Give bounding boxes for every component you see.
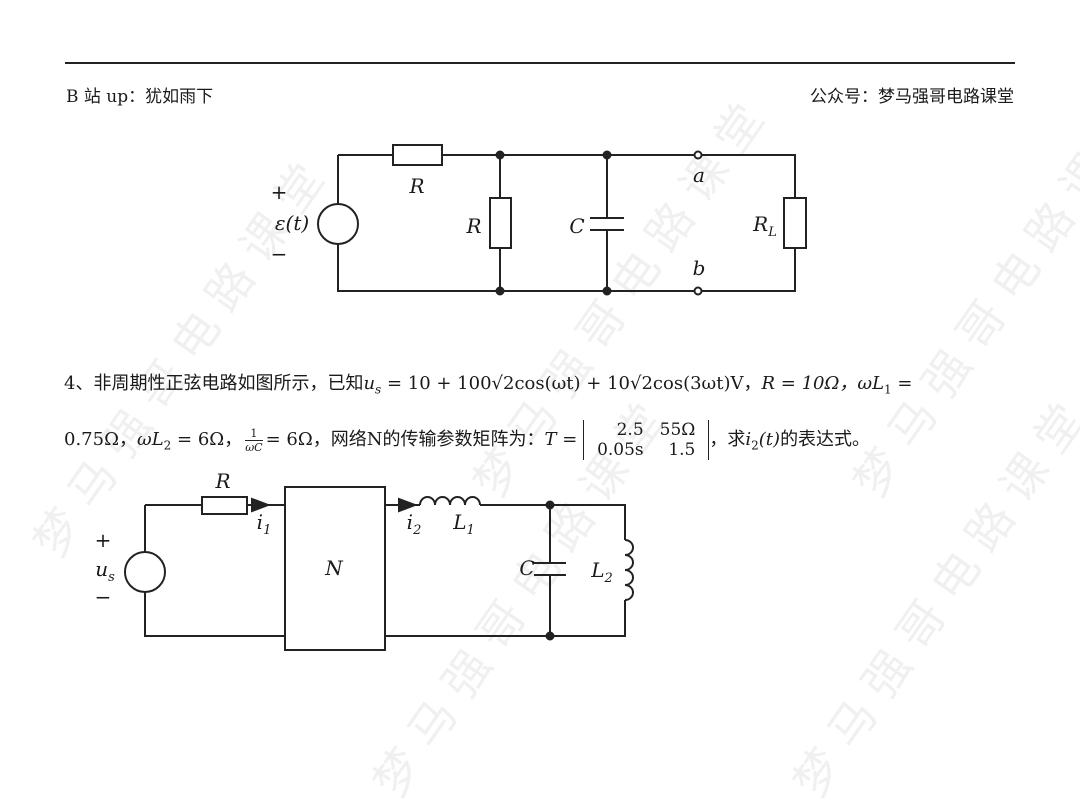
l1-letter: L <box>453 510 467 534</box>
wl2-eq: = 6Ω， <box>171 429 243 450</box>
network-label: N <box>325 556 343 580</box>
circuit-diagrams <box>124 144 807 651</box>
plus-label: + <box>94 528 112 552</box>
terminal-b-icon <box>693 286 703 296</box>
source-label: ε(t) <box>274 211 310 235</box>
us-sub: s <box>375 382 382 397</box>
source-letter: u <box>95 557 109 581</box>
i2-t: (t) <box>758 429 781 450</box>
voltage-source-icon <box>317 203 359 245</box>
matrix-cell: 1.5 <box>668 440 696 460</box>
header-right: 公众号：梦马强哥电路课堂 <box>810 87 1014 107</box>
problem-text: 非周期性正弦电路如图所示，已知 <box>93 373 364 394</box>
load-resistor-label: RL <box>753 212 777 240</box>
terminal-a-label: a <box>693 163 705 187</box>
capacitor-icon <box>534 505 566 636</box>
source-sub: s <box>108 570 115 585</box>
l2-letter: L <box>591 558 605 582</box>
arrow-i2-icon <box>398 497 418 513</box>
wl1-sub: 1 <box>884 382 892 397</box>
resistor-icon <box>783 197 807 249</box>
problem-line-1: 4、非周期性正弦电路如图所示，已知us = 10 + 100√2cos(ωt) … <box>64 369 912 397</box>
frac-eq: = 6Ω， <box>265 429 331 450</box>
capacitor-icon <box>590 155 624 291</box>
resistor-icon <box>392 144 443 166</box>
load-letter: R <box>753 212 769 236</box>
i2-sub: 2 <box>751 438 759 453</box>
problem-text-4: 的表达式。 <box>780 429 871 450</box>
terminal-a-icon <box>693 150 703 160</box>
capacitor-label: C <box>519 556 535 580</box>
us-equation: = 10 + 100√2cos(ωt) + 10√2cos(3ωt)V， <box>381 373 762 394</box>
problem-text-3: ，求 <box>709 429 746 450</box>
problem-number: 4、 <box>64 373 94 394</box>
resistor-series-label: R <box>409 174 425 198</box>
load-sub: L <box>768 225 777 240</box>
matrix-cell: 0.05s <box>597 440 644 460</box>
problem-text-2: 网络N的传输参数矩阵为： <box>330 429 545 450</box>
i1-letter: i <box>256 510 264 534</box>
inductor-l2-icon <box>624 539 634 601</box>
circuit1 <box>317 144 807 296</box>
terminal-b-label: b <box>692 256 706 280</box>
i1-label: i1 <box>257 510 272 538</box>
network-box <box>284 486 386 651</box>
l2-sub: 2 <box>604 571 613 586</box>
i2-label: i2 <box>407 510 422 538</box>
l1-sub: 1 <box>466 523 475 538</box>
wl1-value: 0.75Ω， <box>64 429 138 450</box>
l2-label: L2 <box>591 558 613 586</box>
resistor-label: R <box>215 469 231 493</box>
inductor-l1-icon <box>419 496 481 506</box>
i2-sub: 2 <box>413 523 422 538</box>
frac-numerator: 1 <box>245 427 263 441</box>
circuit2 <box>124 486 634 651</box>
i2-symbol: i <box>745 429 752 450</box>
us-symbol: u <box>363 373 376 394</box>
wl2-sub: 2 <box>163 438 172 453</box>
header-rule <box>65 62 1015 64</box>
plus-label: + <box>270 180 288 204</box>
source-label: us <box>95 557 115 585</box>
voltage-source-icon <box>124 551 166 593</box>
l1-label: L1 <box>453 510 475 538</box>
header-left: B 站 up：犹如雨下 <box>66 87 214 107</box>
matrix-cell: 2.5 <box>616 420 644 440</box>
resistor-icon <box>489 197 512 249</box>
wl1-symbol: ωL <box>857 373 885 394</box>
frac-denominator: ωC <box>245 440 263 454</box>
arrow-i1-icon <box>251 497 271 513</box>
matrix-cell: 55Ω <box>659 420 696 440</box>
minus-label: − <box>270 242 288 266</box>
t-eq: T = <box>544 429 584 450</box>
i2-letter: i <box>406 510 414 534</box>
wl2-symbol: ωL <box>137 429 164 450</box>
minus-label: − <box>94 585 112 609</box>
resistor-shunt-label: R <box>466 214 482 238</box>
i1-sub: 1 <box>263 523 272 538</box>
wl1-eq: = <box>891 373 913 394</box>
resistor-icon <box>201 496 248 515</box>
r-equation: R = 10Ω， <box>761 373 858 394</box>
capacitor-label: C <box>569 214 585 238</box>
transmission-matrix: 2.5 55Ω 0.05s 1.5 <box>583 420 710 460</box>
